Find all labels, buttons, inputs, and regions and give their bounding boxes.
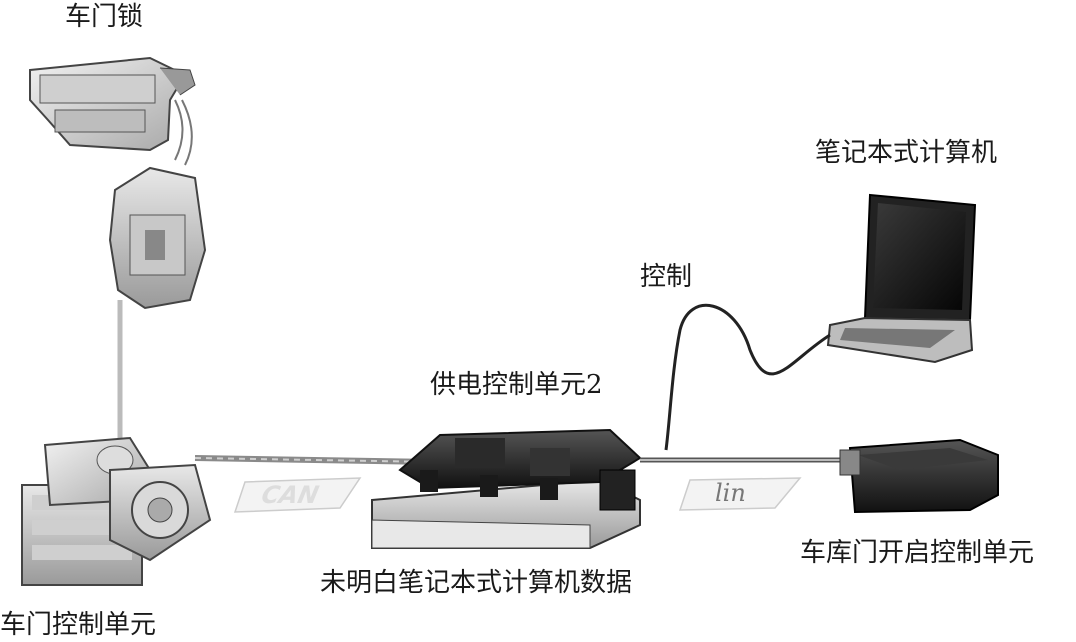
garage-control-unit-image [839,438,999,514]
door-control-unit-label: 车门控制单元 [0,610,157,640]
control-label: 控制 [640,262,693,292]
can-tag-label: CAN [259,481,322,509]
door-lock-image [29,56,196,166]
lin-tag [678,477,802,511]
laptop-label: 笔记本式计算机 [815,138,998,168]
laptop-image [826,193,977,364]
power-control-unit-image [371,428,642,549]
door-lock-label: 车门锁 [65,2,144,32]
power-control-unit-label: 供电控制单元2 [430,370,603,400]
door-lock-actuator-image [108,166,207,310]
door-control-unit-image [21,436,212,586]
can-tag [233,477,362,513]
lin-tag-label: lin [715,479,746,507]
garage-control-unit-label: 车库门开启控制单元 [800,538,1035,568]
unknown-data-label: 未明白笔记本式计算机数据 [320,568,633,598]
can-cable-twist [194,457,436,463]
control-cable [664,303,831,451]
